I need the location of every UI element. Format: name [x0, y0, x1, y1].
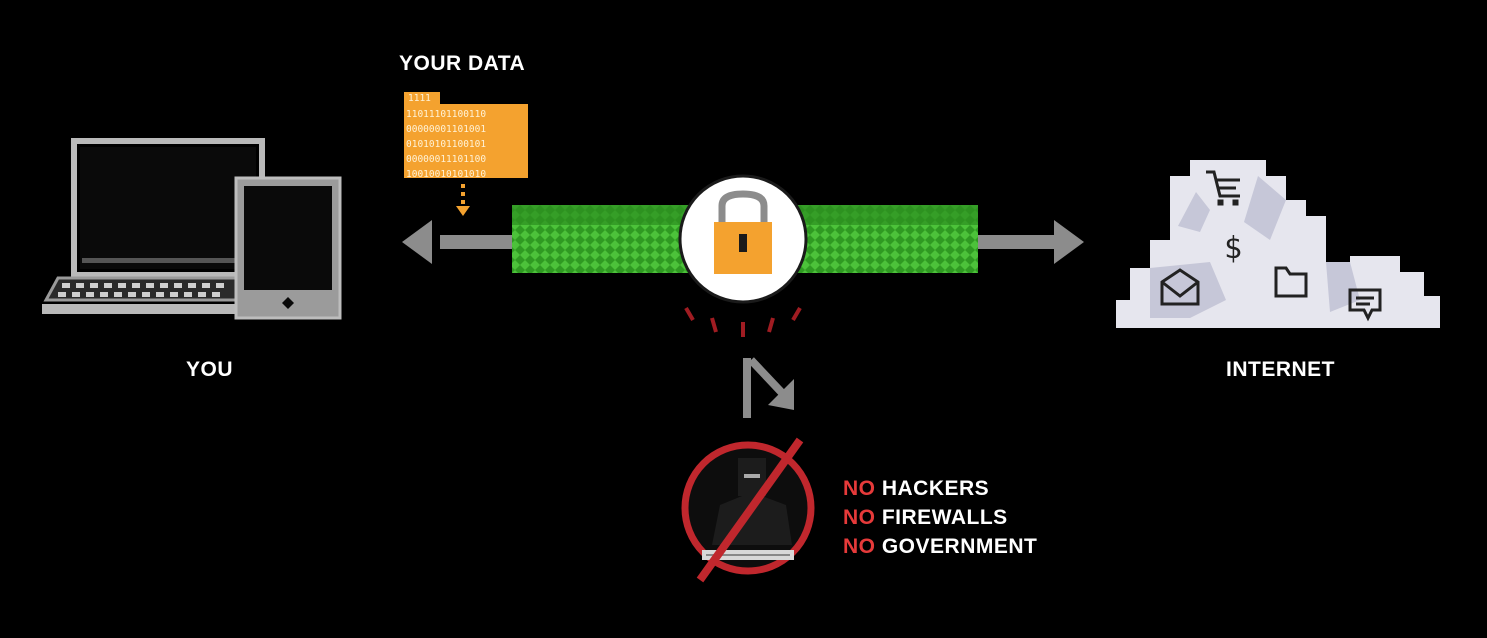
cart-icon [1206, 170, 1240, 206]
lock-icon [678, 174, 808, 304]
no-prefix: NO [843, 506, 876, 529]
chat-icon [1348, 288, 1382, 322]
your-data-label: YOUR DATA [399, 52, 526, 75]
blocked-item-hackers: NO HACKERS [843, 474, 1037, 503]
blocked-word: HACKERS [881, 477, 990, 500]
laptop-icon [42, 138, 265, 314]
deflect-arrow-icon [743, 357, 794, 418]
binary-line: 11011101100110 [406, 109, 486, 120]
alert-rays [684, 306, 802, 337]
blocked-word: FIREWALLS [881, 506, 1008, 529]
blocked-word: GOVERNMENT [881, 535, 1038, 558]
binary-line: 00000001101001 [406, 124, 486, 135]
blocked-item-government: NO GOVERNMENT [843, 532, 1037, 561]
binary-line: 01010101100101 [406, 139, 486, 150]
binary-line: 1111 [408, 93, 431, 104]
right-arrow [972, 220, 1084, 264]
folder-icon [1274, 266, 1308, 298]
down-dotted-arrow [456, 184, 470, 216]
envelope-icon [1160, 268, 1200, 306]
data-file-icon: 1111 11011101100110 00000001101001 01010… [404, 92, 528, 180]
left-arrow [402, 220, 520, 264]
hacker-icon [681, 437, 815, 583]
forbidden-icon [696, 437, 804, 583]
binary-line: 10010010101010 [406, 169, 486, 180]
internet-label: INTERNET [1226, 358, 1335, 381]
tablet-icon [234, 176, 342, 320]
blocked-item-firewalls: NO FIREWALLS [843, 503, 1037, 532]
no-prefix: NO [843, 477, 876, 500]
cloud-icon: $ [1116, 160, 1440, 328]
binary-line: 00000011101100 [406, 154, 486, 165]
dollar-icon: $ [1224, 231, 1242, 266]
you-label: YOU [186, 358, 234, 381]
blocked-list: NO HACKERS NO FIREWALLS NO GOVERNMENT [843, 474, 1037, 561]
no-prefix: NO [843, 535, 876, 558]
